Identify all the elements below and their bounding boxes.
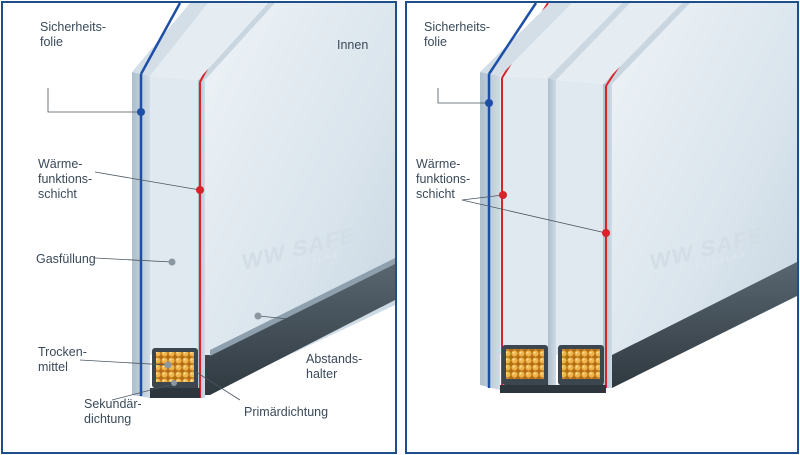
- label-primaerdichtung: Primärdichtung: [244, 405, 329, 419]
- label-sekundaerdichtung: Sekundär- dichtung: [84, 397, 142, 426]
- label-gasfuellung: Gasfüllung: [36, 252, 96, 266]
- left-panel-frame: [1, 1, 397, 454]
- right-desiccant-1: [506, 349, 544, 379]
- label-trockenmittel: Trocken- mittel: [38, 345, 87, 374]
- label-waermefunktionsschicht-right: Wärme- funktions- schicht: [416, 157, 471, 201]
- left-marker-dots: [137, 108, 262, 386]
- left-desiccant: [156, 352, 194, 382]
- right-desiccant-2: [562, 349, 600, 379]
- left-leaders: [47, 88, 301, 401]
- label-sicherheitsfolie-right: Sicherheits- folie: [424, 20, 490, 49]
- right-panel-frame: [405, 1, 799, 454]
- right-middle-pane: [548, 78, 556, 388]
- right-glass-unit: [480, 2, 797, 393]
- label-sicherheitsfolie-left: Sicherheits- folie: [40, 20, 106, 49]
- label-abstandshalter: Abstands- halter: [306, 352, 363, 381]
- label-waermefunktionsschicht-left: Wärme- funktions- schicht: [38, 157, 93, 201]
- label-innen: Innen: [337, 38, 369, 52]
- left-spacer-bar: [160, 262, 395, 395]
- left-secondary-seal: [150, 388, 200, 398]
- left-glass-unit: [132, 2, 395, 398]
- right-marker-dots: [485, 99, 610, 237]
- right-leaders: [437, 88, 607, 234]
